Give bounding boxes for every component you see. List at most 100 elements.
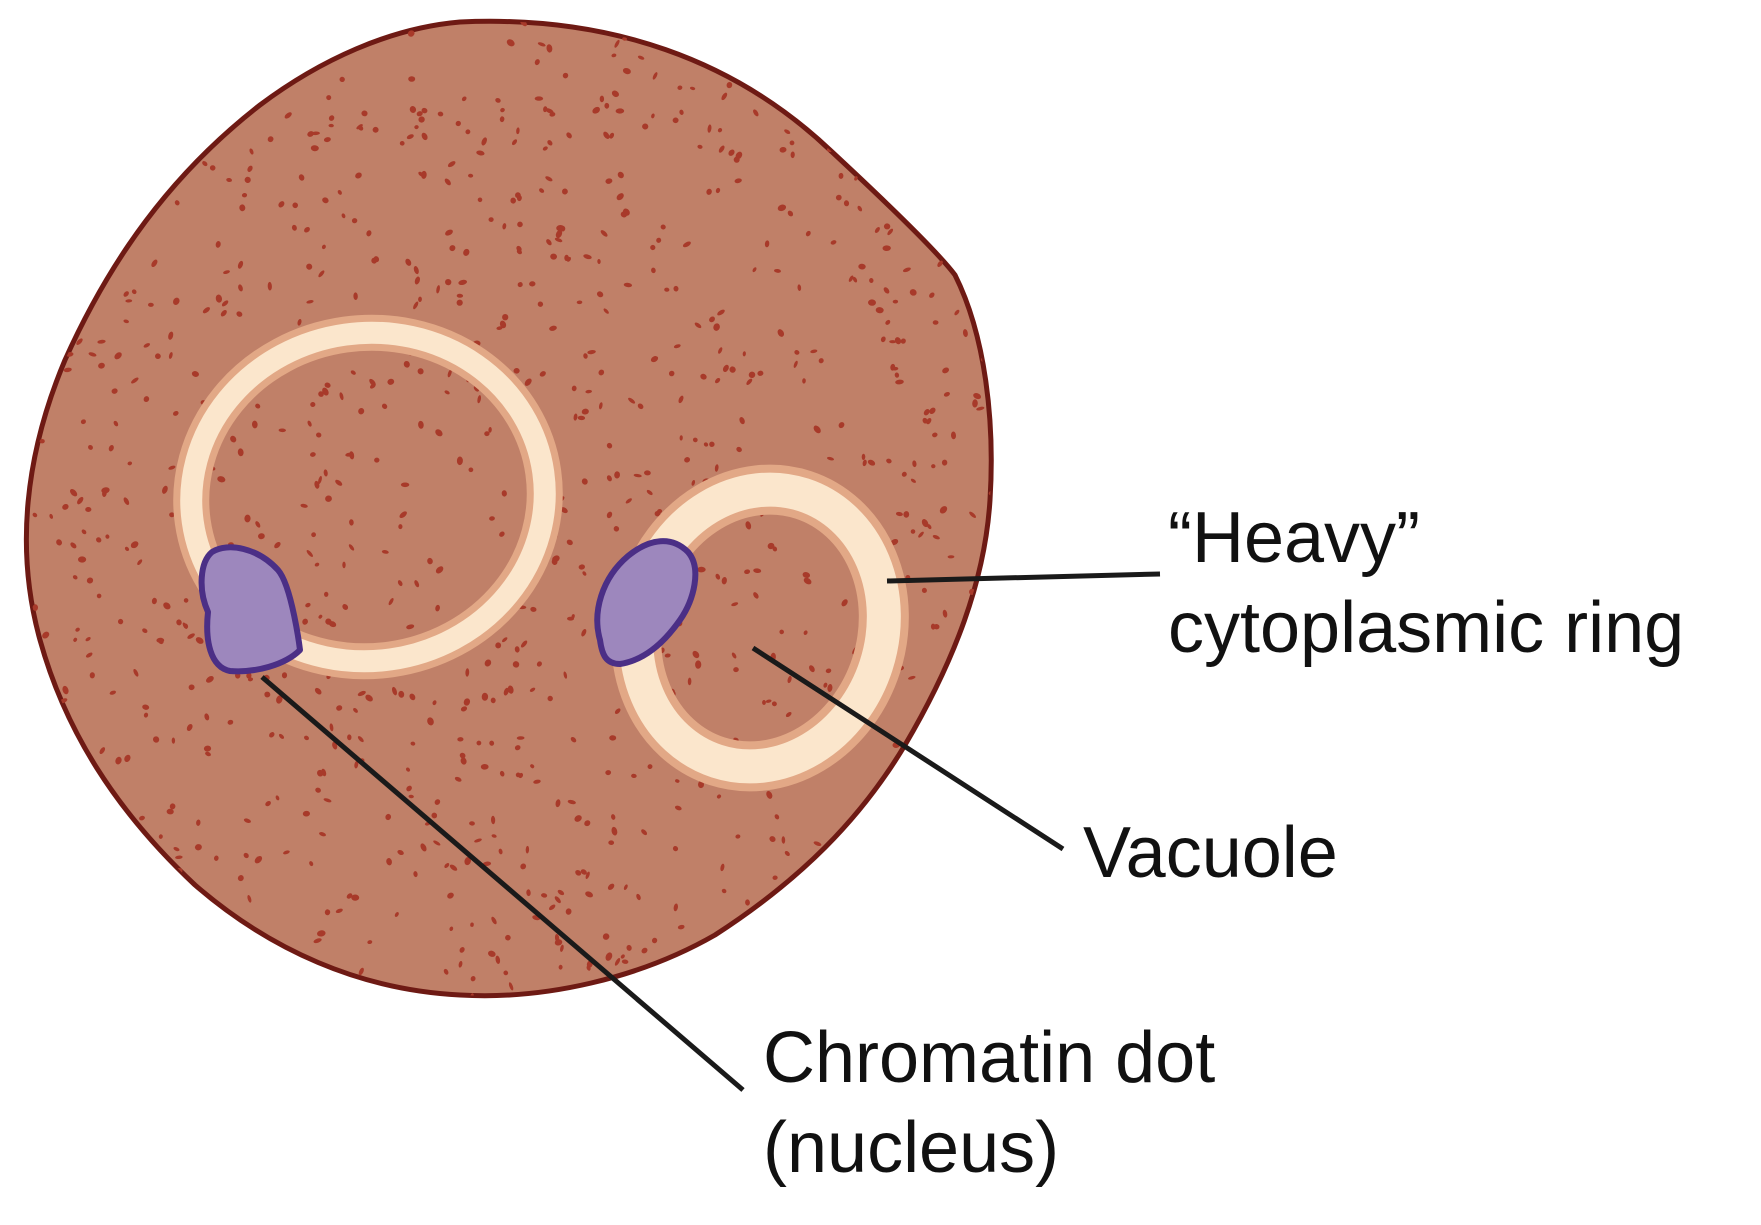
stipple-dot <box>641 829 648 836</box>
stipple-dot <box>673 903 678 912</box>
stipple-dot <box>385 813 392 821</box>
stipple-dot <box>947 555 955 559</box>
stipple-dot <box>79 912 84 919</box>
stipple-dot <box>714 464 719 472</box>
stipple-dot <box>664 653 671 658</box>
stipple-dot <box>673 344 681 349</box>
stipple-dot <box>373 256 380 263</box>
stipple-dot <box>637 55 645 60</box>
stipple-dot <box>418 420 424 429</box>
stipple-dot <box>774 814 780 820</box>
stipple-dot <box>626 944 632 951</box>
stipple-dot <box>59 268 66 277</box>
stipple-dot <box>49 513 54 519</box>
stipple-dot <box>983 205 990 210</box>
stipple-dot <box>614 471 621 479</box>
stipple-dot <box>898 104 905 110</box>
stipple-dot <box>735 151 743 160</box>
stipple-dot <box>752 267 757 273</box>
stipple-dot <box>973 393 982 400</box>
stipple-dot <box>922 990 930 995</box>
stipple-dot <box>173 297 180 305</box>
stipple-dot <box>721 888 727 894</box>
stipple-dot <box>745 40 751 48</box>
stipple-dot <box>907 45 913 51</box>
stipple-dot <box>605 178 613 184</box>
stipple-dot <box>88 444 93 450</box>
stipple-dot <box>895 34 900 43</box>
stipple-dot <box>275 795 280 801</box>
stipple-dot <box>549 325 557 331</box>
stipple-dot <box>629 21 637 27</box>
stipple-dot <box>459 947 465 953</box>
stipple-dot <box>341 213 346 219</box>
stipple-dot <box>838 422 845 429</box>
stipple-dot <box>844 58 851 64</box>
stipple-dot <box>456 293 464 298</box>
stipple-dot <box>456 456 463 466</box>
stipple-dot <box>785 711 792 718</box>
stipple-dot <box>650 244 656 251</box>
stipple-dot <box>697 566 706 573</box>
stipple-dot <box>948 785 954 791</box>
stipple-dot <box>489 740 495 746</box>
stipple-dot <box>745 521 752 530</box>
stipple-dot <box>642 123 649 130</box>
stipple-dot <box>55 936 62 942</box>
stipple-dot <box>791 69 798 77</box>
stipple-dot <box>77 496 84 505</box>
stipple-dot <box>171 102 176 108</box>
stipple-dot <box>339 392 344 401</box>
stipple-dot <box>421 107 428 114</box>
stipple-dot <box>101 487 110 494</box>
stipple-dot <box>614 708 621 714</box>
stipple-dot <box>895 511 903 517</box>
stipple-dot <box>314 480 320 489</box>
stipple-dot <box>166 808 174 815</box>
stipple-dot <box>585 871 590 879</box>
stipple-dot <box>988 490 992 496</box>
stipple-dot <box>942 79 950 85</box>
stipple-dot <box>209 165 216 171</box>
stipple-dot <box>720 863 725 872</box>
stipple-dot <box>366 230 372 237</box>
stipple-dot <box>56 539 63 546</box>
stipple-dot <box>357 736 364 743</box>
stipple-dot <box>810 977 817 983</box>
stipple-dot <box>941 459 948 466</box>
stipple-dot <box>581 628 587 637</box>
stipple-dot <box>72 575 78 580</box>
stipple-dot <box>488 217 494 223</box>
label-chromatin-line1: Chromatin dot <box>763 1018 1215 1098</box>
stipple-dot <box>817 86 822 92</box>
stipple-dot <box>263 62 271 66</box>
stipple-dot <box>346 893 353 899</box>
stipple-dot <box>99 747 106 755</box>
stipple-dot <box>302 618 308 625</box>
stipple-dot <box>673 285 679 292</box>
stipple-dot <box>766 790 773 799</box>
stipple-dot <box>762 700 766 705</box>
stipple-dot <box>134 128 140 136</box>
stipple-dot <box>455 120 461 127</box>
stipple-dot <box>692 437 698 443</box>
stipple-dot <box>244 514 251 523</box>
stipple-dot <box>476 150 485 156</box>
stipple-dot <box>159 864 167 872</box>
stipple-dot <box>499 320 507 329</box>
stipple-dot <box>599 95 605 103</box>
stipple-dot <box>721 92 728 101</box>
stipple-dot <box>573 413 578 421</box>
stipple-dot <box>183 598 189 603</box>
stipple-dot <box>525 845 530 854</box>
stipple-dot <box>842 962 846 968</box>
stipple-dot <box>55 809 63 815</box>
stipple-dot <box>701 41 709 49</box>
stipple-dot <box>125 80 130 85</box>
stipple-dot <box>113 915 122 922</box>
stipple-dot <box>469 821 475 826</box>
stipple-dot <box>236 924 244 931</box>
stipple-dot <box>529 281 536 287</box>
stipple-dot <box>733 667 739 673</box>
